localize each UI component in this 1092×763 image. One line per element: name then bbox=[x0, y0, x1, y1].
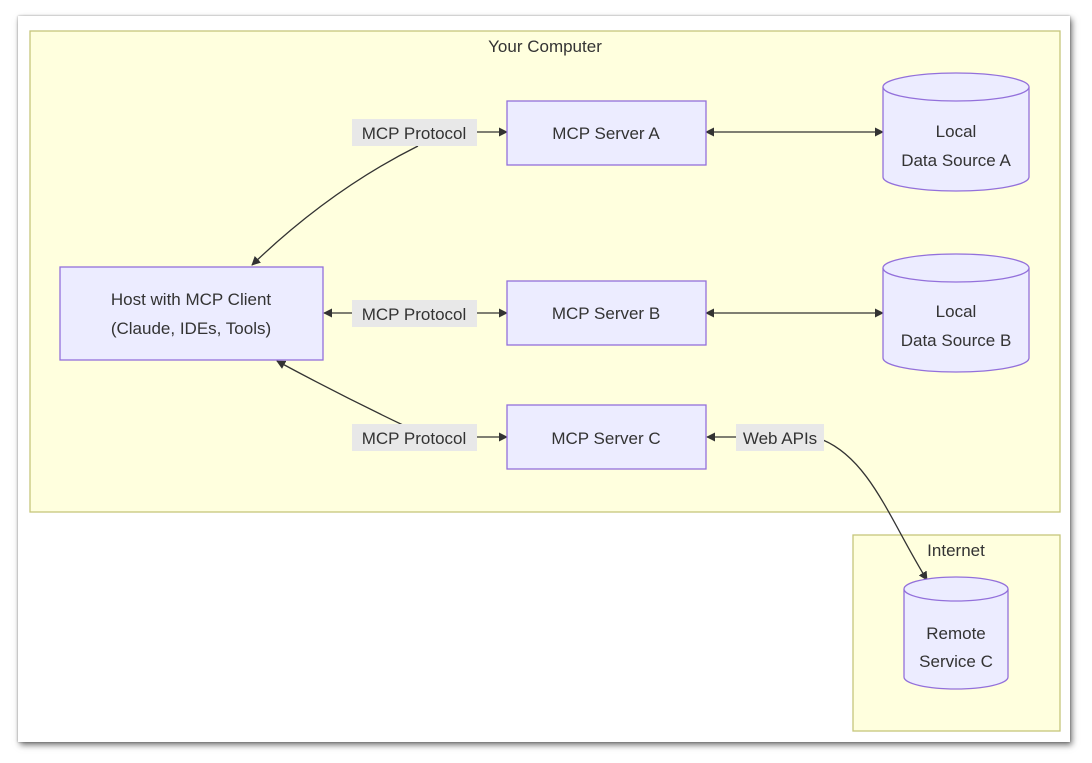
node-host-line-2: (Claude, IDEs, Tools) bbox=[111, 319, 271, 338]
cluster-internet: Internet bbox=[852, 534, 1061, 732]
node-remote-service-c-line-2: Service C bbox=[919, 652, 993, 671]
node-data-source-b-line-2: Data Source B bbox=[901, 331, 1012, 350]
node-data-source-b[interactable]: Local Data Source B bbox=[882, 253, 1030, 373]
node-server-a-label: MCP Server A bbox=[552, 124, 660, 143]
cluster-internet-label: Internet bbox=[927, 541, 985, 560]
node-server-a[interactable]: MCP Server A bbox=[506, 100, 707, 166]
edge-label-text: MCP Protocol bbox=[362, 305, 467, 324]
edge-host-server-a-curve bbox=[251, 145, 419, 266]
node-remote-service-c[interactable]: Remote Service C bbox=[903, 576, 1009, 690]
node-server-b-label: MCP Server B bbox=[552, 304, 660, 323]
node-host[interactable]: Host with MCP Client (Claude, IDEs, Tool… bbox=[59, 266, 324, 361]
edge-label-text: Web APIs bbox=[743, 429, 817, 448]
node-data-source-b-line-1: Local bbox=[936, 302, 977, 321]
cluster-your-computer-label: Your Computer bbox=[488, 37, 602, 56]
node-server-b[interactable]: MCP Server B bbox=[506, 280, 707, 346]
edge-label-text: MCP Protocol bbox=[362, 124, 467, 143]
edge-web-apis-remote-c bbox=[822, 439, 928, 581]
node-host-line-1: Host with MCP Client bbox=[111, 290, 272, 309]
edge-label-web-apis: Web APIs bbox=[736, 424, 824, 451]
node-server-c-label: MCP Server C bbox=[551, 429, 660, 448]
edge-label-text: MCP Protocol bbox=[362, 429, 467, 448]
edge-host-server-c-curve bbox=[276, 360, 406, 427]
edge-label-host-b: MCP Protocol bbox=[352, 300, 477, 327]
node-server-c[interactable]: MCP Server C bbox=[506, 404, 707, 470]
node-data-source-a[interactable]: Local Data Source A bbox=[882, 72, 1030, 192]
edge-label-host-a: MCP Protocol bbox=[352, 119, 477, 146]
edges bbox=[251, 127, 928, 581]
node-data-source-a-line-1: Local bbox=[936, 122, 977, 141]
node-remote-service-c-line-1: Remote bbox=[926, 624, 986, 643]
edge-label-host-c: MCP Protocol bbox=[352, 424, 477, 451]
node-data-source-a-line-2: Data Source A bbox=[901, 151, 1011, 170]
